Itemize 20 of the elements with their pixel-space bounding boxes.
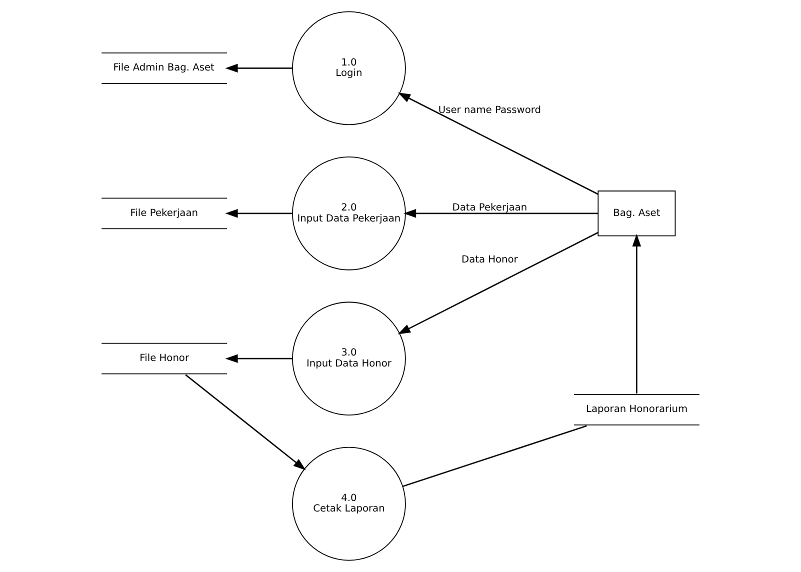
edge-label: Data Honor	[461, 254, 518, 266]
arrow	[398, 92, 598, 195]
node-box: Bag. Aset	[598, 190, 676, 236]
edge-label: User name Password	[438, 104, 541, 116]
node-text: File Admin Bag. Aset	[113, 62, 214, 74]
node-circle: 1.0 Login	[292, 11, 406, 126]
arrow	[632, 234, 642, 394]
node-text: File Pekerjaan	[130, 208, 198, 219]
arrow	[398, 232, 598, 334]
connector	[402, 425, 587, 488]
arrow	[225, 209, 292, 218]
node-circle: 2.0 Input Data Pekerjaan	[292, 156, 406, 270]
arrow	[185, 374, 306, 470]
arrow	[225, 64, 292, 73]
arrow	[404, 209, 598, 218]
node-text: File Honor	[140, 353, 190, 364]
node-circle: 3.0 Input Data Honor	[292, 302, 406, 416]
arrow	[225, 354, 292, 363]
edge-label: Data Pekerjaan	[452, 202, 528, 214]
node-text: Laporan Honorarium	[586, 404, 688, 416]
